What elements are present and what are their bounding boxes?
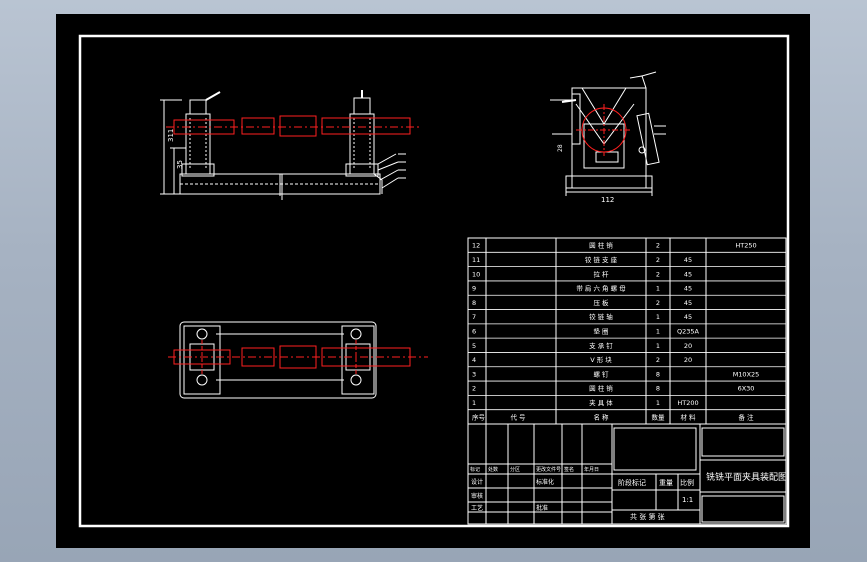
part-material: 20 <box>684 356 692 364</box>
approve-label: 批准 <box>536 504 548 512</box>
revision-label: 处数 <box>488 466 498 473</box>
revision-label: 更改文件号 <box>536 466 561 473</box>
sheet-info: 共 张 第 张 <box>630 512 665 521</box>
revision-label: 年月日 <box>584 466 599 473</box>
cad-drawing-canvas: 311 35 112 28 <box>78 34 790 528</box>
stage-label: 阶段标记 <box>618 478 646 487</box>
part-qty: 1 <box>656 285 660 293</box>
title-block <box>467 423 787 525</box>
header-code: 代 号 <box>510 412 526 421</box>
part-qty: 2 <box>656 270 660 278</box>
part-name: 压 板 <box>593 298 609 307</box>
part-name: 铰 链 支 座 <box>585 255 618 264</box>
part-material: 45 <box>684 256 692 264</box>
part-qty: 2 <box>656 242 660 250</box>
parts-table <box>467 237 787 425</box>
front-dim-height-total: 311 <box>167 129 175 142</box>
part-note: HT250 <box>735 242 756 250</box>
side-dim-width: 112 <box>601 196 614 204</box>
part-qty: 8 <box>656 370 660 378</box>
part-qty: 8 <box>656 385 660 393</box>
part-no: 6 <box>472 328 476 336</box>
check-label: 审核 <box>471 492 483 500</box>
part-no: 9 <box>472 285 476 293</box>
part-note: M10X25 <box>733 370 760 378</box>
part-material: 45 <box>684 313 692 321</box>
part-material: 45 <box>684 270 692 278</box>
scale-label: 比例 <box>680 478 694 487</box>
standard-label: 标准化 <box>536 478 554 486</box>
part-qty: 1 <box>656 399 660 407</box>
part-name: 垫 圈 <box>593 327 608 336</box>
part-no: 4 <box>472 356 476 364</box>
part-name: 铰 链 轴 <box>589 312 613 321</box>
part-name: 带 肩 六 角 螺 母 <box>576 284 626 293</box>
part-material: HT200 <box>677 399 698 407</box>
revision-label: 分区 <box>510 466 520 473</box>
part-material: 20 <box>684 342 692 350</box>
part-qty: 1 <box>656 328 660 336</box>
weight-label: 重量 <box>659 479 673 487</box>
side-dim-left: 28 <box>557 144 564 152</box>
part-qty: 2 <box>656 299 660 307</box>
drawing-sheet: 311 35 112 28 <box>56 14 810 548</box>
part-qty: 2 <box>656 256 660 264</box>
part-no: 11 <box>472 256 480 264</box>
part-qty: 1 <box>656 342 660 350</box>
part-name: 拉 杆 <box>593 269 609 278</box>
revision-labels: 标记 处数 分区 更改文件号签名 年月日 <box>470 466 599 473</box>
part-qty: 2 <box>656 356 660 364</box>
header-qty: 数量 <box>652 412 666 421</box>
part-no: 5 <box>472 342 476 350</box>
part-no: 10 <box>472 270 480 278</box>
front-dim-height-lower: 35 <box>176 160 184 169</box>
header-name: 名 称 <box>593 412 609 421</box>
header-no: 序号 <box>472 412 486 421</box>
design-label: 设计 <box>471 478 483 486</box>
part-name: 螺 钉 <box>593 369 609 378</box>
drawing-title: 铣铣平面夹具装配图 <box>706 471 787 483</box>
front-view <box>160 90 422 200</box>
part-material: 45 <box>684 285 692 293</box>
part-no: 7 <box>472 313 476 321</box>
part-name: 圆 柱 销 <box>589 384 613 393</box>
part-material: Q235A <box>677 328 700 336</box>
part-no: 3 <box>472 370 476 378</box>
part-no: 2 <box>472 385 476 393</box>
part-qty: 1 <box>656 313 660 321</box>
drawing-border <box>78 34 790 528</box>
part-name: 圆 柱 销 <box>589 241 613 250</box>
header-note: 备 注 <box>738 412 754 421</box>
part-note: 6X30 <box>738 385 755 393</box>
header-material: 材 料 <box>680 412 696 421</box>
side-view <box>550 71 666 196</box>
revision-label: 签名 <box>564 466 574 473</box>
part-no: 12 <box>472 242 480 250</box>
part-name: V 形 块 <box>590 355 612 364</box>
revision-label: 标记 <box>470 466 480 473</box>
part-material: 45 <box>684 299 692 307</box>
top-view <box>168 321 428 399</box>
scale-value: 1:1 <box>682 496 693 504</box>
process-label: 工艺 <box>471 504 483 512</box>
part-no: 8 <box>472 299 476 307</box>
part-name: 夹 具 体 <box>589 398 613 407</box>
part-name: 支 承 钉 <box>589 341 613 350</box>
part-no: 1 <box>472 399 476 407</box>
